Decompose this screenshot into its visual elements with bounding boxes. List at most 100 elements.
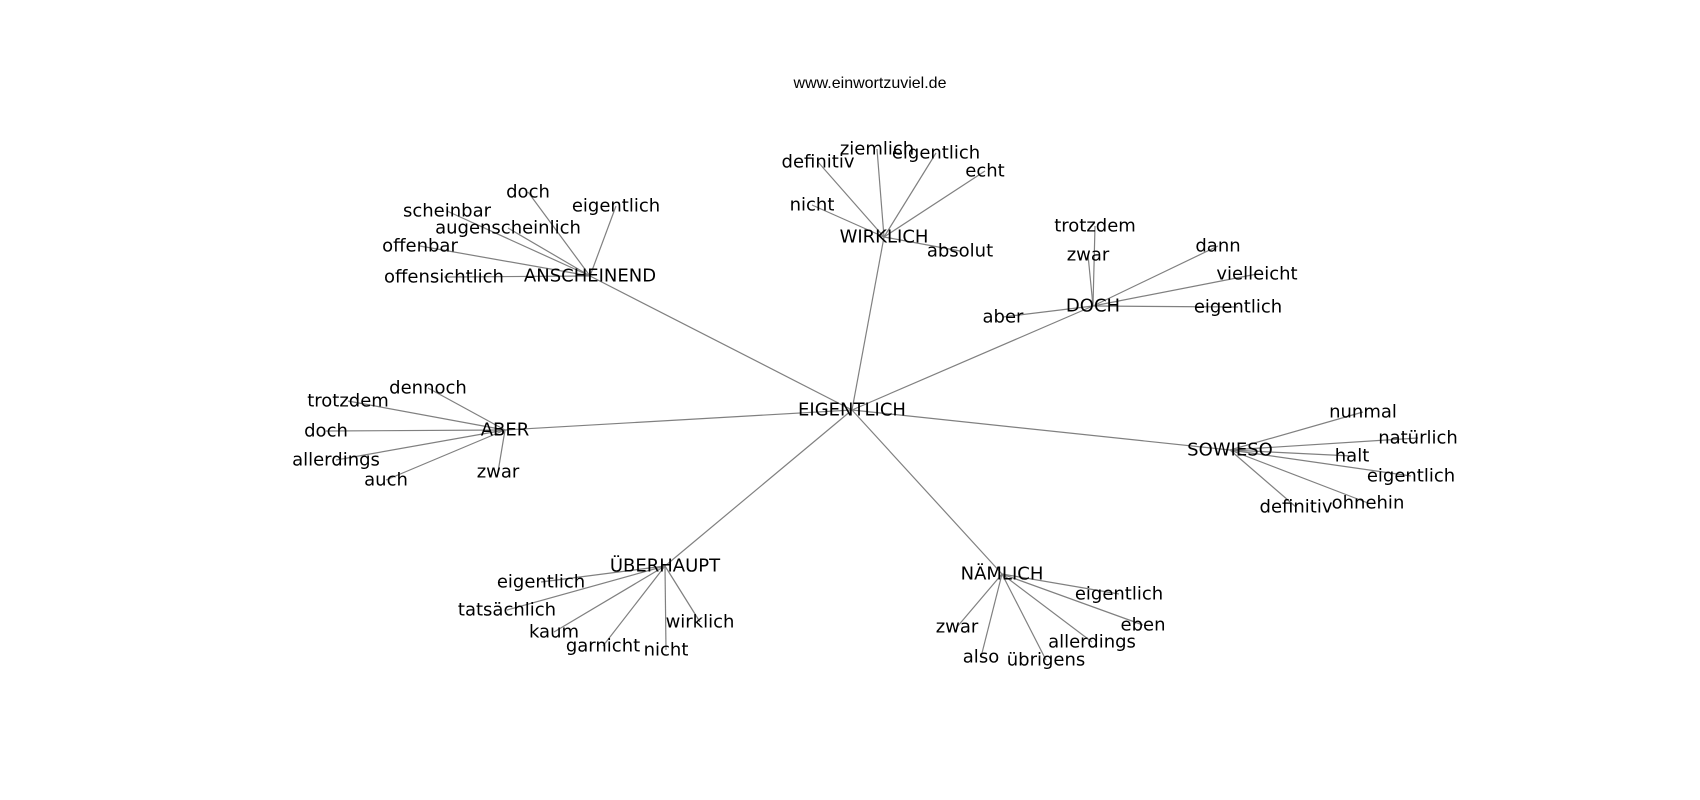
- leaf-node-label-6-3: übrigens: [1007, 650, 1086, 671]
- leaf-node-label-3-2: doch: [304, 421, 348, 442]
- edge-hub-6-leaf-3: [1001, 573, 1047, 661]
- leaf-node-label-6-0: eigentlich: [1075, 584, 1163, 605]
- leaf-node-label-0-5: offensichtlich: [384, 267, 504, 288]
- edge-hub-5-leaf-4: [664, 565, 667, 651]
- edge-hub-0-leaf-4: [419, 245, 591, 277]
- edge-hub-4-leaf-2: [1229, 449, 1353, 457]
- center-node-label: EIGENTLICH: [798, 400, 906, 421]
- edge-hub-2-leaf-3: [1092, 273, 1258, 307]
- edge-hub-3-leaf-0: [427, 387, 506, 431]
- leaf-node-label-4-5: definitiv: [1260, 497, 1333, 518]
- edge-hub-6-leaf-2: [1001, 573, 1093, 643]
- leaf-node-label-0-1: eigentlich: [572, 196, 660, 217]
- edge-hub-1-leaf-2: [817, 161, 885, 238]
- leaf-node-label-4-0: nunmal: [1329, 402, 1397, 423]
- edge-center-hub-2: [851, 305, 1094, 411]
- edge-hub-3-leaf-2: [325, 429, 506, 432]
- leaf-node-label-0-4: offenbar: [382, 236, 458, 257]
- edge-hub-1-leaf-0: [876, 148, 885, 238]
- leaf-node-label-1-1: eigentlich: [892, 143, 980, 164]
- edge-hub-0-leaf-3: [507, 227, 591, 277]
- hub-node-label-5: ÜBERHAUPT: [610, 555, 721, 577]
- edge-hub-1-leaf-3: [883, 170, 986, 238]
- leaf-node-label-1-0: ziemlich: [840, 139, 914, 160]
- edge-hub-0-leaf-0: [527, 191, 591, 277]
- hub-node-label-3: ABER: [481, 420, 530, 441]
- edge-center-hub-6: [851, 409, 1003, 575]
- edge-hub-4-leaf-4: [1229, 449, 1369, 504]
- leaf-node-label-4-2: halt: [1335, 446, 1370, 467]
- edge-hub-3-leaf-3: [335, 429, 506, 461]
- leaf-node-label-2-4: eigentlich: [1194, 297, 1282, 318]
- edge-hub-2-leaf-0: [1092, 225, 1096, 307]
- leaf-node-label-0-2: scheinbar: [403, 201, 492, 222]
- leaf-node-label-3-5: zwar: [477, 462, 520, 483]
- leaf-node-label-2-2: dann: [1195, 236, 1240, 257]
- edge-hub-6-leaf-4: [980, 573, 1003, 658]
- edge-hub-3-leaf-4: [385, 429, 506, 481]
- leaf-node-label-5-5: wirklich: [666, 612, 735, 633]
- edge-hub-0-leaf-1: [589, 205, 617, 277]
- leaf-node-label-3-3: allerdings: [292, 450, 380, 471]
- edge-hub-2-leaf-1: [1087, 254, 1094, 307]
- labels-layer: EIGENTLICH ANSCHEINEND doch eigentlich schei…: [292, 139, 1458, 671]
- leaf-node-label-2-1: zwar: [1067, 245, 1110, 266]
- edge-hub-1-leaf-4: [811, 204, 885, 238]
- edge-hub-0-leaf-5: [443, 275, 591, 278]
- hub-node-label-6: NÄMLICH: [961, 564, 1044, 585]
- leaf-node-label-4-4: ohnehin: [1332, 493, 1405, 514]
- leaf-node-label-5-0: eigentlich: [497, 572, 585, 593]
- leaf-node-label-0-3: augenscheinlich: [435, 218, 581, 239]
- edge-hub-2-leaf-4: [1092, 305, 1239, 308]
- leaf-node-label-0-0: doch: [506, 182, 550, 203]
- edges-layer: [325, 148, 1419, 661]
- edge-hub-1-leaf-1: [883, 152, 937, 238]
- hub-node-label-2: DOCH: [1066, 296, 1120, 317]
- leaf-node-label-1-3: echt: [965, 161, 1004, 182]
- edge-hub-5-leaf-3: [602, 565, 666, 647]
- edge-hub-4-leaf-1: [1229, 437, 1419, 451]
- leaf-node-label-5-1: tatsächlich: [458, 600, 556, 621]
- edge-hub-2-leaf-5: [1002, 305, 1094, 318]
- leaf-node-label-6-2: allerdings: [1048, 632, 1136, 653]
- leaf-node-label-2-3: vielleicht: [1216, 264, 1297, 285]
- edge-hub-4-leaf-5: [1229, 449, 1297, 508]
- edge-hub-0-leaf-2: [446, 210, 591, 277]
- leaf-node-label-3-4: auch: [364, 470, 408, 491]
- edge-hub-2-leaf-2: [1092, 245, 1219, 307]
- leaf-node-label-2-5: aber: [983, 307, 1025, 328]
- leaf-node-label-5-2: kaum: [529, 622, 579, 643]
- edge-hub-4-leaf-3: [1229, 449, 1412, 477]
- edge-center-hub-1: [851, 236, 885, 411]
- edge-hub-4-leaf-0: [1229, 411, 1364, 451]
- edge-hub-3-leaf-5: [497, 429, 506, 473]
- leaf-node-label-1-5: absolut: [927, 241, 993, 262]
- edge-center-hub-5: [664, 409, 853, 567]
- edge-hub-5-leaf-1: [506, 565, 666, 611]
- leaf-node-label-4-1: natürlich: [1378, 428, 1458, 449]
- hub-node-label-1: WIRKLICH: [840, 227, 929, 248]
- leaf-node-label-3-0: dennoch: [389, 378, 467, 399]
- edge-hub-5-leaf-2: [553, 565, 666, 633]
- edge-center-hub-3: [504, 409, 853, 431]
- leaf-node-label-2-0: trotzdem: [1054, 216, 1136, 237]
- leaf-node-label-6-4: also: [963, 647, 999, 668]
- edge-hub-1-leaf-5: [883, 236, 961, 252]
- hub-node-label-0: ANSCHEINEND: [524, 266, 656, 287]
- leaf-node-label-3-1: trotzdem: [307, 391, 389, 412]
- edge-center-hub-4: [851, 409, 1231, 451]
- leaf-node-label-5-4: nicht: [644, 640, 689, 661]
- leaf-node-label-4-3: eigentlich: [1367, 466, 1455, 487]
- edge-hub-6-leaf-5: [956, 573, 1003, 628]
- leaf-node-label-6-1: eben: [1121, 615, 1166, 636]
- edge-center-hub-0: [589, 275, 853, 411]
- leaf-node-label-1-2: definitiv: [782, 152, 855, 173]
- edge-hub-3-leaf-1: [347, 400, 506, 431]
- edge-hub-6-leaf-0: [1001, 573, 1120, 595]
- edge-hub-5-leaf-5: [664, 565, 701, 623]
- leaf-node-label-5-3: garnicht: [566, 636, 640, 657]
- hub-node-label-4: SOWIESO: [1187, 440, 1273, 461]
- leaf-node-label-1-4: nicht: [790, 195, 835, 216]
- edge-hub-6-leaf-1: [1001, 573, 1144, 626]
